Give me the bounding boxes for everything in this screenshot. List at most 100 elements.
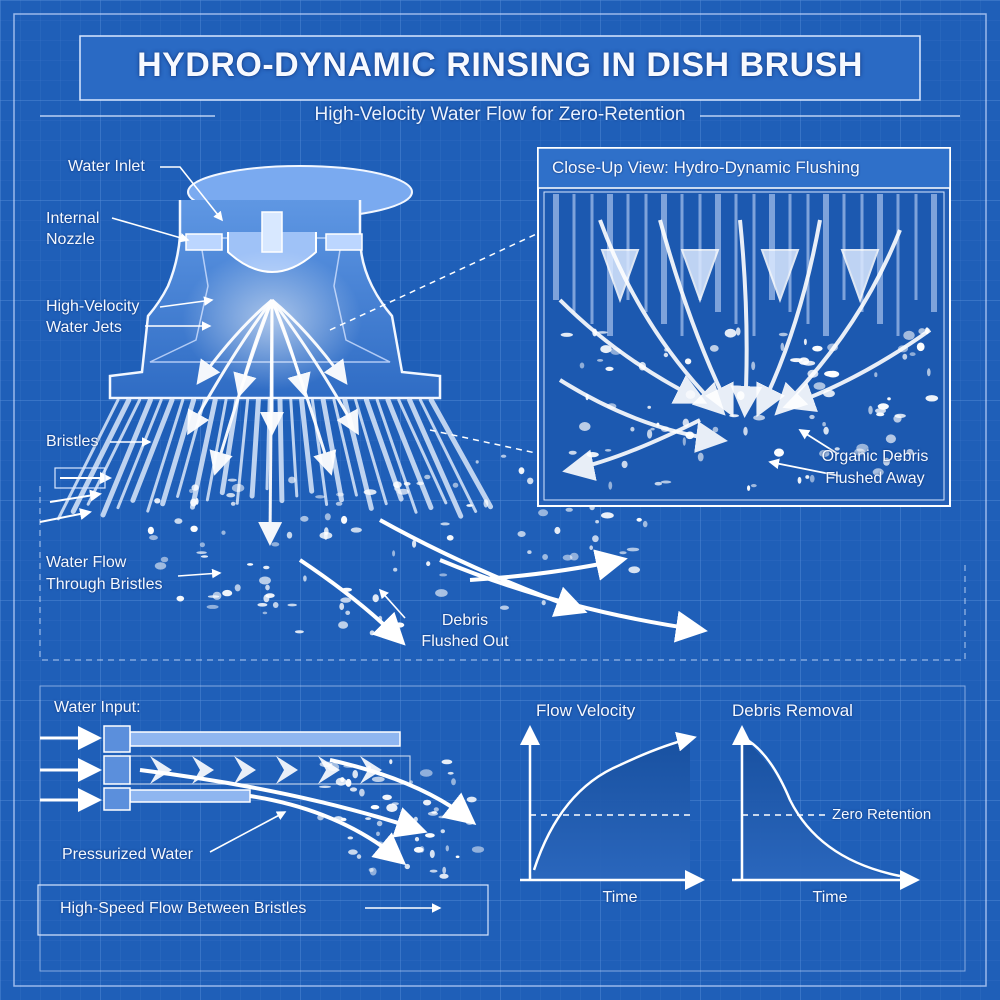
label-water-inlet: Water Inlet	[68, 158, 145, 175]
debris-particle	[199, 542, 205, 548]
chart-xlabel-debris-removal: Time	[812, 889, 848, 906]
closeup-debris	[656, 422, 660, 427]
nozzle-block-left	[185, 233, 223, 251]
closeup-flow-art	[553, 194, 939, 491]
closeup-flow-arrow	[562, 418, 701, 481]
flow-velocity-curve	[532, 731, 697, 871]
debris-particle	[619, 551, 627, 555]
water-input-diagram	[40, 725, 485, 913]
bottom-leaders	[209, 811, 442, 913]
debris-particle	[403, 482, 411, 486]
closeup-debris	[909, 352, 916, 356]
debris-particle	[319, 531, 333, 540]
output-particle	[343, 764, 356, 768]
debris-particle	[195, 498, 199, 505]
output-particle	[425, 833, 435, 838]
closeup-debris	[823, 426, 829, 435]
closeup-debris	[560, 332, 573, 337]
closeup-debris	[822, 422, 826, 427]
output-particle	[345, 778, 352, 787]
bristle	[146, 398, 185, 513]
label-internal-nozzle: Internal Nozzle	[46, 210, 100, 248]
debris-particle	[500, 605, 509, 610]
closeup-debris	[918, 328, 926, 335]
debris-particle	[424, 474, 431, 480]
output-particle	[352, 770, 359, 779]
closeup-title: Close-Up View: Hydro-Dynamic Flushing	[552, 158, 860, 177]
bristle	[219, 397, 240, 496]
closeup-debris	[647, 429, 653, 439]
closeup-debris	[709, 345, 719, 352]
closeup-debris	[684, 358, 692, 365]
closeup-debris	[597, 359, 604, 362]
debris-particle	[259, 576, 271, 585]
input-coupling-bottom	[103, 787, 131, 811]
output-particle	[447, 771, 454, 775]
debris-particle	[500, 454, 507, 458]
page-title: HYDRO-DYNAMIC RINSING IN DISH BRUSH	[137, 46, 863, 84]
closeup-debris	[630, 426, 635, 432]
label-bristles: Bristles	[46, 433, 99, 450]
debris-particle	[189, 488, 194, 493]
debris-particle	[234, 584, 241, 592]
debris-particle	[206, 604, 219, 609]
closeup-debris	[809, 414, 815, 420]
closeup-debris	[780, 342, 785, 351]
debris-particle	[517, 531, 526, 537]
debris-particle	[315, 495, 325, 499]
debris-particle	[262, 611, 268, 615]
closeup-debris	[813, 382, 826, 390]
debris-particle	[393, 567, 398, 572]
debris-particle	[565, 507, 573, 512]
closeup-debris	[874, 372, 878, 378]
closeup-debris	[610, 347, 622, 355]
water-jet-arrow	[270, 299, 359, 436]
closeup-debris	[802, 360, 816, 366]
output-particle	[340, 777, 345, 783]
debris-particle	[288, 476, 296, 484]
debris-particle	[287, 603, 298, 607]
debris-particle	[221, 530, 226, 535]
closeup-debris	[906, 449, 914, 456]
output-spray	[317, 759, 485, 879]
debris-particle	[554, 526, 561, 535]
output-particle	[356, 854, 362, 859]
closeup-debris	[868, 405, 873, 415]
closeup-debris	[778, 332, 788, 337]
output-particle	[420, 769, 433, 777]
closeup-debris	[586, 452, 599, 458]
closeup-debris	[872, 468, 884, 477]
closeup-panel	[537, 147, 951, 507]
debris-particle	[154, 498, 161, 504]
closeup-debris	[809, 474, 815, 483]
closeup-debris	[751, 361, 756, 371]
debris-particle	[160, 556, 169, 563]
closeup-flow-arrow	[782, 328, 932, 412]
closeup-debris	[568, 450, 577, 455]
page-subtitle: High-Velocity Water Flow for Zero-Retent…	[314, 104, 686, 125]
closeup-debris	[790, 358, 803, 363]
debris-particle	[294, 630, 304, 634]
label-debris-flushed-out: Debris Flushed Out	[421, 612, 509, 650]
output-particle	[370, 805, 380, 810]
output-particle	[348, 849, 358, 855]
closeup-debris	[834, 447, 840, 451]
closeup-debris	[885, 434, 897, 444]
bristle	[277, 397, 285, 504]
input-pipe-bottom	[129, 789, 251, 803]
debris-particle	[345, 610, 351, 615]
flow-velocity-chart	[520, 725, 705, 890]
debris-particle	[190, 498, 197, 507]
closeup-debris	[579, 362, 585, 369]
nozzle-block-right	[325, 233, 363, 251]
closeup-debris	[724, 328, 737, 338]
bristle	[375, 398, 418, 514]
debris-particle	[592, 535, 599, 543]
debris-particle	[196, 551, 207, 554]
debris-particle	[538, 509, 549, 517]
output-particle	[429, 869, 438, 873]
debris-particle	[222, 589, 233, 597]
debris-particle	[363, 489, 377, 495]
debris-particle	[176, 595, 185, 602]
